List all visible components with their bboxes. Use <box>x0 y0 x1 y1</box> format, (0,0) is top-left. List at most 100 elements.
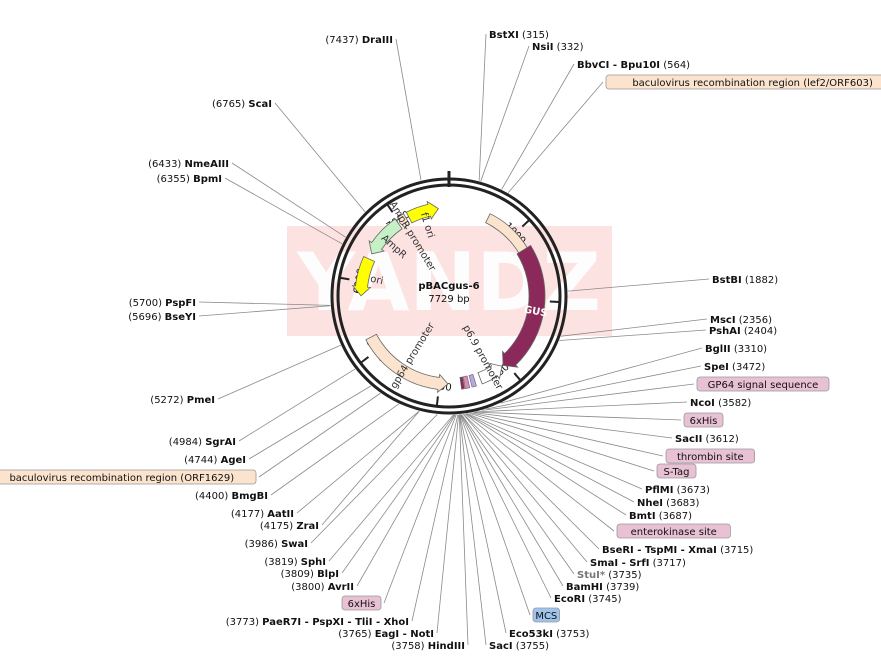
leader-line <box>486 365 702 410</box>
feature-tag-box <box>656 463 697 479</box>
site-label: SacII (3612) <box>675 434 739 445</box>
leader-line <box>459 414 487 646</box>
leader-line <box>567 278 710 292</box>
enzyme-name: NsiI <box>532 42 553 53</box>
enzyme-position: (3773) <box>226 617 262 628</box>
feature-p6-9-promoter <box>477 362 503 385</box>
site-label: NsiI (332) <box>532 42 584 53</box>
enzyme-name: PshAI <box>709 326 741 337</box>
enzyme-name: PmeI <box>187 395 215 406</box>
leader-line <box>383 414 457 604</box>
enzyme-name: SacII <box>675 434 702 445</box>
leader-line <box>231 162 346 238</box>
enzyme-name: BstBI <box>712 275 742 286</box>
enzyme-position: (4175) <box>260 521 296 532</box>
leader-line <box>559 329 707 341</box>
feature-ampr-promoter <box>396 213 410 230</box>
feature-tag-label: baculovirus recombination region (ORF162… <box>9 473 234 484</box>
leader-line <box>466 413 635 503</box>
enzyme-name: BseYI <box>165 312 196 323</box>
enzyme-name: AgeI <box>221 455 246 466</box>
enzyme-position: (6765) <box>212 99 248 110</box>
enzyme-position: (3582) <box>715 398 752 409</box>
enzyme-position: (3715) <box>717 545 754 556</box>
site-label: (3773) PaeR7I - PspXI - TliI - XhoI <box>226 617 409 628</box>
enzyme-position: (4984) <box>169 437 205 448</box>
site-label: StuI* (3735) <box>577 570 642 581</box>
enzyme-name: BpmI <box>193 174 222 185</box>
enzyme-position: (3735) <box>605 570 642 581</box>
site-label: (3809) BlpI <box>281 569 339 580</box>
leader-line <box>411 414 459 622</box>
enzyme-position: (4400) <box>195 491 231 502</box>
feature-tag-label: 6xHis <box>348 599 376 610</box>
site-label: EcoRI (3745) <box>554 594 622 605</box>
enzyme-name: AvrII <box>328 582 354 593</box>
leader-line <box>436 414 460 634</box>
plasmid-center: pBACgus-6 7729 bp <box>418 281 479 305</box>
feature-ampr <box>368 218 403 255</box>
feature-tag-label: thrombin site <box>677 452 744 463</box>
enzyme-name: EagI - NotI <box>375 629 434 640</box>
enzyme-position: (3765) <box>338 629 374 640</box>
enzyme-position: (3472) <box>729 362 766 373</box>
mcs-block <box>462 375 471 389</box>
enzyme-position: (3717) <box>649 558 686 569</box>
site-label: BamHI (3739) <box>566 582 639 593</box>
enzyme-name: BseRI - TspMI - XmaI <box>602 545 717 556</box>
enzyme-position: (1882) <box>742 275 779 286</box>
site-label: (6765) ScaI <box>212 99 272 110</box>
site-label: (4400) BmgBI <box>195 491 268 502</box>
enzyme-position: (3683) <box>663 498 700 509</box>
feature-tag-label: S-Tag <box>664 467 690 478</box>
enzyme-name: EcoRI <box>554 594 585 605</box>
plasmid-length: 7729 bp <box>428 294 469 305</box>
feature-tag-box <box>341 595 382 611</box>
enzyme-position: (6355) <box>157 174 193 185</box>
ruler-tick <box>360 356 370 364</box>
enzyme-position: (5272) <box>150 395 186 406</box>
ruler-tick <box>435 396 439 406</box>
leader-line <box>248 385 372 460</box>
leader-line <box>459 414 531 616</box>
feature-gus <box>502 244 546 368</box>
leader-line <box>467 413 643 490</box>
feature-tag-box <box>683 412 724 428</box>
feature-ori <box>351 255 376 297</box>
enzyme-name: PaeR7I - PspXI - TliI - XhoI <box>262 617 409 628</box>
enzyme-position: (5700) <box>129 298 165 309</box>
leader-line <box>476 401 688 413</box>
enzyme-position: (332) <box>553 42 583 53</box>
feature-tag-box <box>532 607 561 623</box>
mcs-block <box>468 374 477 388</box>
feature-f1-ori <box>405 200 439 224</box>
leader-line <box>198 301 331 306</box>
site-label: PshAI (2404) <box>709 326 777 337</box>
leader-line <box>463 413 600 550</box>
enzyme-name: PspFI <box>165 298 196 309</box>
feature-gp64-promoter <box>365 333 449 394</box>
site-label: (3758) HindIII <box>391 641 465 652</box>
site-label: (4177) AatII <box>231 509 294 520</box>
enzyme-name: HindIII <box>428 641 465 652</box>
feature-tag-label: 6xHis <box>690 416 718 427</box>
enzyme-name: SgrAI <box>205 437 236 448</box>
ruler-tick <box>513 372 521 381</box>
leader-line <box>238 368 356 442</box>
plasmid-name: pBACgus-6 <box>418 281 479 292</box>
feature-tag-label: MCS <box>535 611 557 622</box>
site-label: (4175) ZraI <box>260 521 319 532</box>
leader-line <box>459 414 507 634</box>
enzyme-position: (2356) <box>736 315 773 326</box>
ruler-tick <box>521 219 530 228</box>
enzyme-name: SphI <box>301 557 326 568</box>
site-labels: BstXI (315)NsiI (332)BbvCI - Bpu10I (564… <box>0 30 881 652</box>
enzyme-name: SpeI <box>704 362 729 373</box>
enzyme-position: (3758) <box>391 641 427 652</box>
enzyme-position: (3809) <box>281 569 317 580</box>
enzyme-position: (3673) <box>673 485 710 496</box>
enzyme-position: (4177) <box>231 509 267 520</box>
enzyme-name: BstXI <box>489 30 519 41</box>
leader-line <box>341 414 455 574</box>
